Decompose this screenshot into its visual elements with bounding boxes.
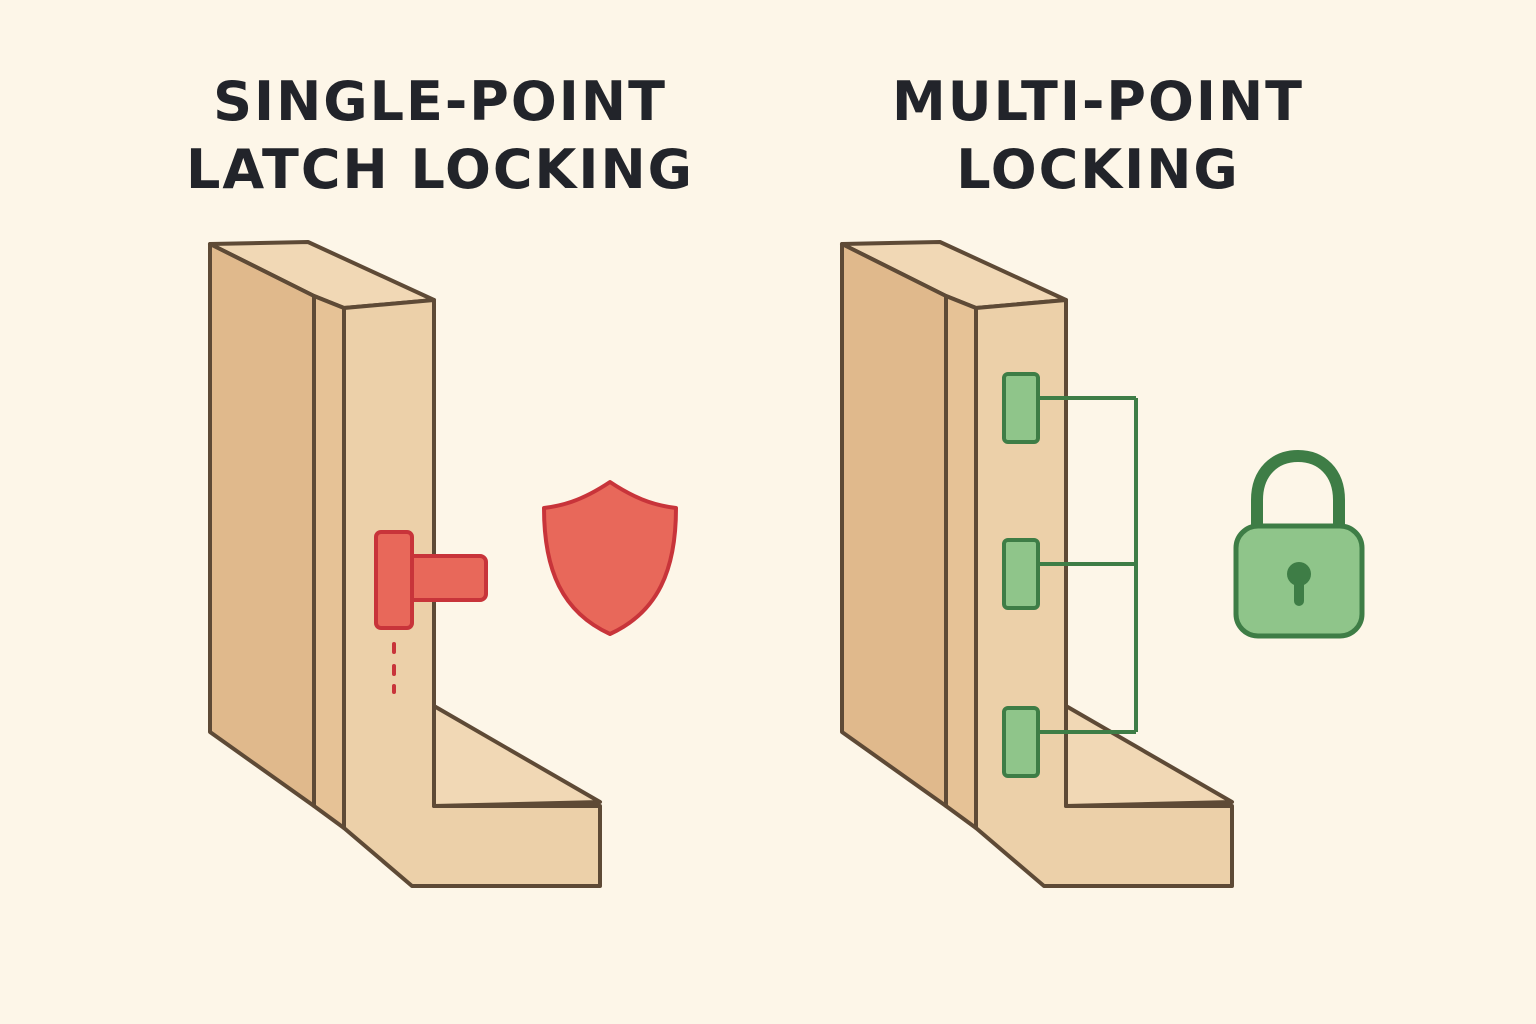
padlock-keyhole-slot: [1294, 578, 1304, 606]
padlock-keyhole: [1287, 562, 1311, 586]
door-slab-face: [840, 242, 948, 808]
multi-point-title-line2: LOCKING: [956, 138, 1240, 201]
single-point-title-line2: LATCH LOCKING: [186, 138, 694, 201]
padlock-icon: [1233, 449, 1365, 639]
single-latch-bolt: [374, 530, 488, 630]
latch-bolt-plate: [374, 530, 414, 630]
latch-bolt-arm: [406, 554, 488, 602]
lock-point-middle: [1002, 538, 1040, 610]
door-threshold-top: [1064, 704, 1234, 808]
multi-point-title-line1: MULTI-POINT: [892, 70, 1304, 133]
single-point-title: SINGLE-POINT LATCH LOCKING: [140, 68, 740, 204]
multi-point-connecting-rod: [1036, 396, 1138, 734]
door-edge-strip: [944, 294, 978, 830]
single-point-door: [208, 240, 602, 888]
shield-icon: [542, 480, 678, 636]
door-slab-face: [208, 242, 316, 808]
multi-point-title: MULTI-POINT LOCKING: [798, 68, 1398, 204]
door-threshold-top: [432, 704, 602, 808]
lock-point-bottom: [1002, 706, 1040, 778]
lock-point-top: [1002, 372, 1040, 444]
single-point-title-line1: SINGLE-POINT: [213, 70, 667, 133]
door-edge-strip: [312, 294, 346, 830]
multi-point-lock-points: [1002, 372, 1040, 778]
padlock-shackle: [1251, 449, 1345, 534]
